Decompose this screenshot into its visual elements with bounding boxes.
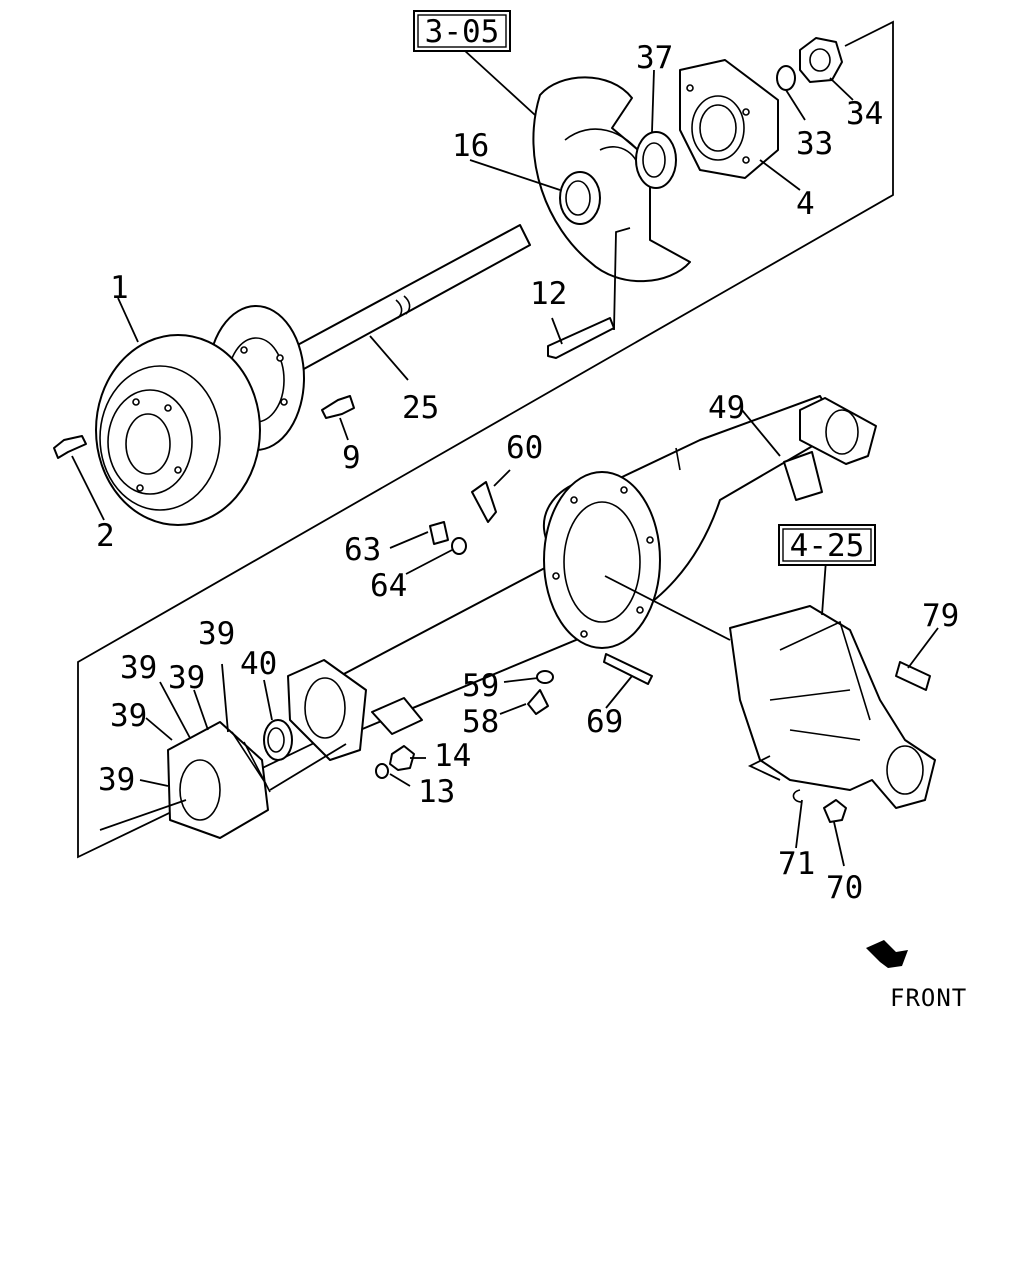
front-arrow-icon	[866, 940, 908, 968]
leader-lines	[71, 49, 939, 867]
plug-gasket	[451, 537, 467, 555]
bolt-58	[527, 689, 549, 715]
callout-16: 16	[452, 128, 489, 164]
front-label: FRONT	[890, 984, 967, 1012]
carrier-stud	[603, 653, 653, 685]
axle-housing	[339, 395, 877, 735]
callout-39-b: 39	[120, 650, 157, 686]
carrier-bolt	[895, 661, 931, 691]
oil-seal	[559, 171, 601, 225]
washer	[776, 65, 796, 91]
callout-9: 9	[342, 440, 361, 476]
front-direction-indicator: FRONT	[866, 940, 967, 1012]
callout-14: 14	[434, 738, 471, 774]
callout-13: 13	[418, 774, 455, 810]
drain-plug	[429, 521, 449, 545]
bearing-retainer-bracket	[679, 59, 779, 179]
carrier-lock-washer	[792, 789, 803, 803]
callout-49: 49	[708, 390, 745, 426]
callout-39-c: 39	[168, 660, 205, 696]
callout-25: 25	[402, 390, 439, 426]
callout-12: 12	[530, 276, 567, 312]
washer-59	[536, 670, 554, 684]
callout-labels: 1 2 4 9 12 13 14 16 25 33 34 37 39 39 39…	[96, 40, 959, 906]
ref-box-4-25[interactable]: 4-25	[778, 524, 876, 566]
axle-bearing	[635, 131, 677, 189]
drum-screw	[53, 435, 87, 459]
callout-4: 4	[796, 186, 815, 222]
callout-2: 2	[96, 518, 115, 554]
axle-shaft	[291, 224, 531, 371]
callout-63: 63	[344, 532, 381, 568]
lock-washer-13	[375, 763, 389, 779]
shim-stack	[167, 721, 271, 839]
housing-oil-seal	[263, 719, 293, 761]
callout-64: 64	[370, 568, 407, 604]
callout-39-d: 39	[110, 698, 147, 734]
wheel-stud	[321, 395, 355, 419]
callout-34: 34	[846, 96, 883, 132]
mounting-bolt	[547, 317, 615, 359]
callout-71: 71	[778, 846, 815, 882]
carrier-nut	[823, 799, 847, 823]
callout-70: 70	[826, 870, 863, 906]
callout-40: 40	[240, 646, 277, 682]
brake-drum	[95, 334, 261, 526]
hex-nut	[799, 37, 843, 83]
nut-14	[389, 745, 415, 771]
callout-37: 37	[636, 40, 673, 76]
ref-label-4-25: 4-25	[790, 528, 865, 564]
callout-69: 69	[586, 704, 623, 740]
ref-box-3-05[interactable]: 3-05	[413, 10, 511, 52]
breather-plug	[471, 481, 497, 523]
callout-39-e: 39	[98, 762, 135, 798]
callout-1: 1	[110, 270, 129, 306]
callout-58: 58	[462, 704, 499, 740]
callout-79: 79	[922, 598, 959, 634]
callout-60: 60	[506, 430, 543, 466]
callout-59: 59	[462, 668, 499, 704]
differential-carrier	[729, 605, 936, 809]
axle-housing-left-flange	[287, 659, 367, 761]
group-frame-outline	[77, 20, 894, 859]
callout-39-a: 39	[198, 616, 235, 652]
callout-33: 33	[796, 126, 833, 162]
ref-label-3-05: 3-05	[425, 14, 500, 50]
